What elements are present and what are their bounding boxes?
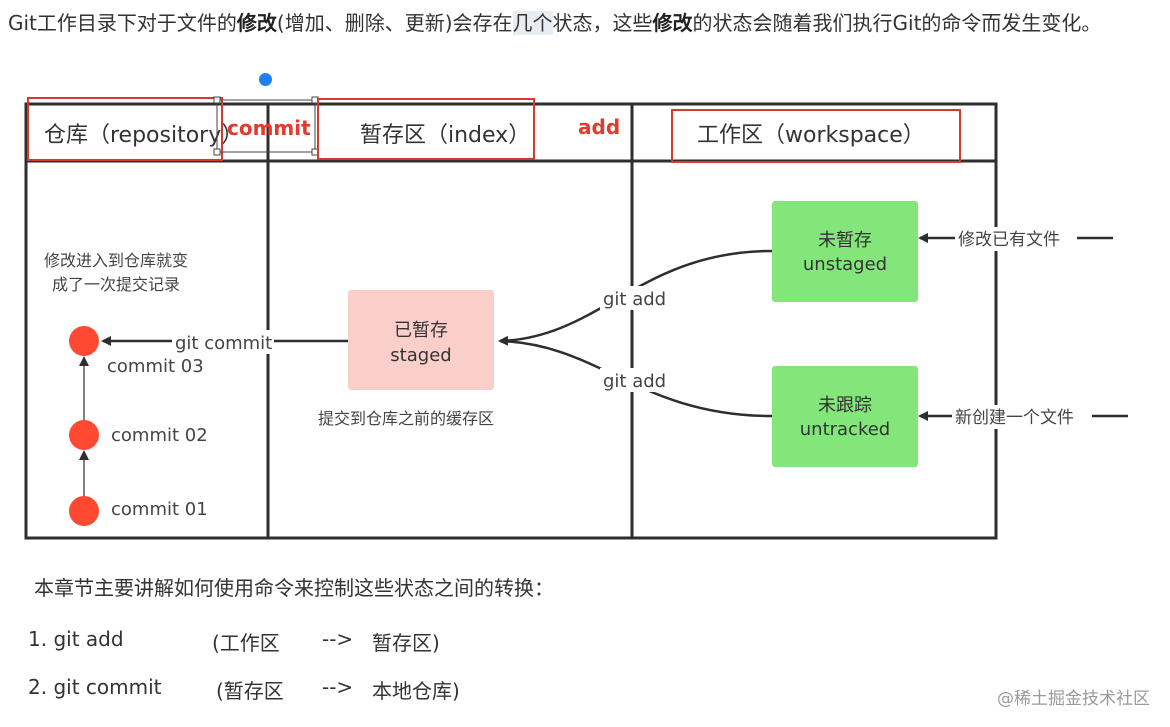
staged-box <box>348 290 494 390</box>
resize-handle-tl[interactable] <box>213 96 221 104</box>
item-1-from: (工作区 <box>212 631 280 655</box>
commit-tag-frame[interactable] <box>216 99 316 153</box>
commit-02-label: commit 02 <box>111 425 208 446</box>
commit-03-label: commit 03 <box>107 356 204 377</box>
commit-02-node <box>69 420 99 450</box>
unstaged-label-cn: 未暂存 <box>818 230 872 251</box>
item-1-command: 1. git add <box>28 627 124 651</box>
repo-highlight-box <box>27 97 223 161</box>
diagram-frame <box>24 102 998 540</box>
modify-existing-bg <box>955 227 1077 251</box>
intro-bold-1: 修改 <box>236 11 277 35</box>
resize-handle-bl[interactable] <box>213 148 221 156</box>
item-2-from: (暂存区 <box>216 679 284 703</box>
staged-label-en: staged <box>390 345 451 366</box>
commit-03-node <box>69 326 99 356</box>
git-commit-label-bg <box>172 330 274 354</box>
cursor-dot-icon <box>259 73 272 86</box>
watermark: @稀土掘金技术社区 <box>997 689 1150 709</box>
repo-note-line-1: 修改进入到仓库就变 <box>44 251 188 270</box>
untracked-box <box>772 366 918 467</box>
git-add-bottom-bg <box>600 368 670 392</box>
unstaged-box <box>772 201 918 302</box>
git-add-top-bg <box>600 286 670 310</box>
item-2-to: 本地仓库) <box>372 679 460 703</box>
modify-existing-label: 修改已有文件 <box>958 230 1060 250</box>
intro-highlight: 几个 <box>512 11 553 35</box>
item-2-arrow: --> <box>322 675 354 699</box>
index-highlight-box <box>317 98 535 160</box>
index-header-label: 暂存区（index） <box>360 123 530 148</box>
staged-label-cn: 已暂存 <box>394 320 448 341</box>
chapter-summary: 本章节主要讲解如何使用命令来控制这些状态之间的转换： <box>34 576 554 600</box>
git-add-top-label: git add <box>603 289 666 310</box>
intro-paragraph: Git工作目录下对于文件的修改(增加、删除、更新)会存在几个状态，这些修改的状态… <box>8 6 1148 40</box>
item-1-to: 暂存区) <box>372 631 440 655</box>
repo-header-label: 仓库（repository） <box>44 123 243 148</box>
index-note: 提交到仓库之前的缓存区 <box>318 409 494 428</box>
workspace-header-label: 工作区（workspace） <box>697 123 925 148</box>
item-2-command: 2. git commit <box>28 675 162 699</box>
git-commit-label: git commit <box>175 333 272 354</box>
intro-bold-2: 修改 <box>652 11 693 35</box>
commit-tag: commit <box>227 116 311 140</box>
item-1-arrow: --> <box>322 627 354 651</box>
intro-text-3: 状态，这些 <box>552 11 653 35</box>
untracked-label-en: untracked <box>800 419 890 440</box>
intro-text-1: Git工作目录下对于文件的 <box>8 11 237 35</box>
commit-01-label: commit 01 <box>111 499 208 520</box>
new-file-label: 新创建一个文件 <box>955 408 1074 428</box>
unstaged-label-en: unstaged <box>803 254 887 275</box>
repo-note-line-2: 成了一次提交记录 <box>52 275 180 294</box>
git-add-bottom-label: git add <box>603 371 666 392</box>
intro-text-4: 的状态会随着我们执行Git的命令而发生变化。 <box>692 11 1102 35</box>
workspace-highlight-box <box>671 109 961 163</box>
intro-text-2: (增加、删除、更新)会存在 <box>276 11 513 35</box>
new-file-bg <box>952 405 1092 429</box>
add-tag: add <box>578 115 620 139</box>
untracked-label-cn: 未跟踪 <box>818 395 872 416</box>
commit-01-node <box>69 496 99 526</box>
